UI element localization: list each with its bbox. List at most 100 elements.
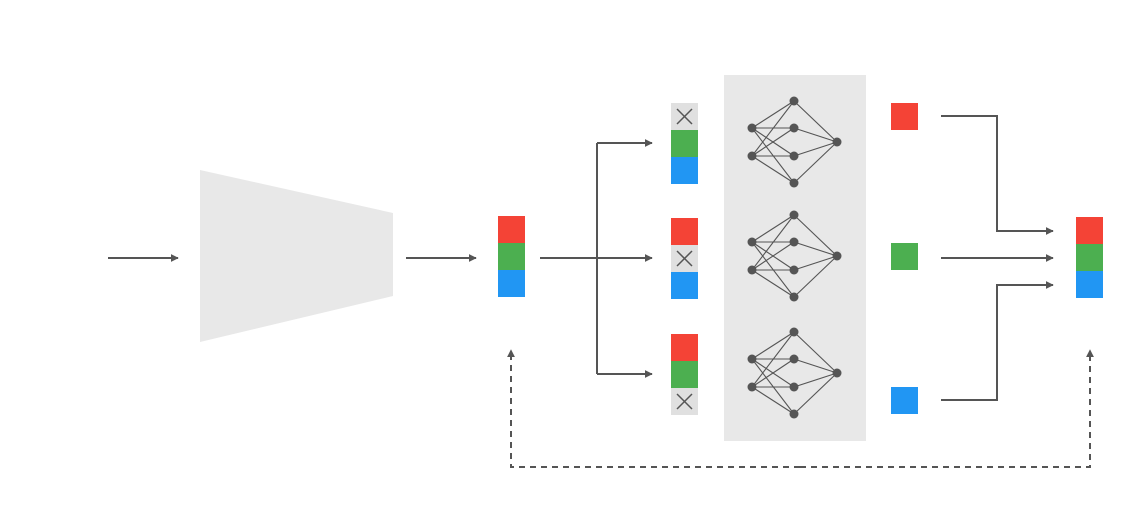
latent-cell-blue [498, 270, 525, 297]
network-node [789, 237, 799, 247]
network-node [789, 178, 799, 188]
latent-cell-green [498, 243, 525, 270]
network-edge [751, 331, 795, 360]
branch-2-cell-red-fill [671, 218, 698, 245]
network-node [832, 368, 842, 378]
predicted-feature-red-fill [891, 103, 918, 130]
network-edge [793, 331, 838, 374]
branch-2-cell-masked [671, 245, 698, 272]
masked-stack-2 [671, 218, 698, 299]
predicted-feature-green [891, 243, 918, 270]
network-node [789, 96, 799, 106]
branch-arrows [540, 139, 653, 378]
network-node [747, 151, 757, 161]
network-edge [793, 241, 838, 257]
cross-icon [676, 250, 693, 267]
cross-icon [676, 393, 693, 410]
latent-cell-blue-fill [498, 270, 525, 297]
network-node [747, 382, 757, 392]
network-edge [751, 100, 795, 157]
branch-3-cell-green-fill [671, 361, 698, 388]
network-node [789, 265, 799, 275]
merge-arrow-bottom [941, 281, 1054, 401]
network-edge [793, 141, 838, 157]
branch-1-cell-masked [671, 103, 698, 130]
masked-stack-3 [671, 334, 698, 415]
network-node [789, 382, 799, 392]
network-node [789, 210, 799, 220]
network-node [832, 137, 842, 147]
network-node [789, 151, 799, 161]
branch-3-cell-red-fill [671, 334, 698, 361]
network-edge [751, 358, 795, 388]
network-edge [793, 214, 838, 257]
feedback-dashed-arrow-left [507, 349, 800, 468]
latent-cell-red-fill [498, 216, 525, 243]
network-edge [793, 255, 838, 298]
branch-1-cell-green-fill [671, 130, 698, 157]
neural-network-icon [747, 327, 842, 419]
merge-arrow-top [941, 115, 1054, 235]
network-edge [793, 255, 838, 271]
feedback-loop [507, 349, 1094, 468]
network-node [789, 354, 799, 364]
reconstructed-cell-green-fill [1076, 244, 1103, 271]
network-edge [751, 269, 795, 298]
network-edge [751, 127, 795, 157]
branch-2-cell-red [671, 218, 698, 245]
network-edge [793, 100, 838, 143]
branch-1-cell-blue [671, 157, 698, 184]
network-edge [751, 241, 795, 271]
merge-arrows [941, 115, 1054, 401]
reconstructed-cell-blue-fill [1076, 271, 1103, 298]
reconstructed-cell-green [1076, 244, 1103, 271]
network-edge [793, 141, 838, 184]
masked-feature-stacks [671, 103, 698, 415]
branch-1-cell-green [671, 130, 698, 157]
neural-networks [747, 96, 842, 419]
network-edge [793, 372, 838, 388]
cross-icon [676, 108, 693, 125]
feedback-dashed-arrow-right [800, 349, 1094, 468]
predicted-feature-blue-fill [891, 387, 918, 414]
network-edge [751, 214, 795, 271]
network-edge [751, 100, 795, 129]
network-node [747, 123, 757, 133]
predicted-feature-green-fill [891, 243, 918, 270]
branch-3-cell-green [671, 361, 698, 388]
reconstructed-cell-blue [1076, 271, 1103, 298]
branch-2-cell-blue-fill [671, 272, 698, 299]
predicted-feature-red [891, 103, 918, 130]
network-edge [793, 372, 838, 415]
network-node [789, 327, 799, 337]
predicted-features [891, 103, 918, 414]
latent-cell-red [498, 216, 525, 243]
network-node [789, 292, 799, 302]
branch-3-cell-masked [671, 388, 698, 415]
branch-1-cell-blue-fill [671, 157, 698, 184]
network-node [789, 409, 799, 419]
branch-3-cell-red [671, 334, 698, 361]
neural-network-icon [747, 210, 842, 302]
encoder-block [200, 170, 393, 342]
predicted-feature-blue [891, 387, 918, 414]
branch-2-cell-blue [671, 272, 698, 299]
network-edge [793, 358, 838, 374]
network-edge [751, 386, 795, 415]
latent-cell-green-fill [498, 243, 525, 270]
network-edge [793, 127, 838, 143]
network-panel [724, 75, 866, 441]
network-node [832, 251, 842, 261]
network-node [789, 123, 799, 133]
network-node [747, 265, 757, 275]
network-edge [751, 214, 795, 243]
network-edge [751, 155, 795, 184]
network-edge [751, 331, 795, 388]
network-node [747, 354, 757, 364]
network-node [747, 237, 757, 247]
masked-stack-1 [671, 103, 698, 184]
reconstructed-cell-red [1076, 217, 1103, 244]
reconstructed-cell-red-fill [1076, 217, 1103, 244]
